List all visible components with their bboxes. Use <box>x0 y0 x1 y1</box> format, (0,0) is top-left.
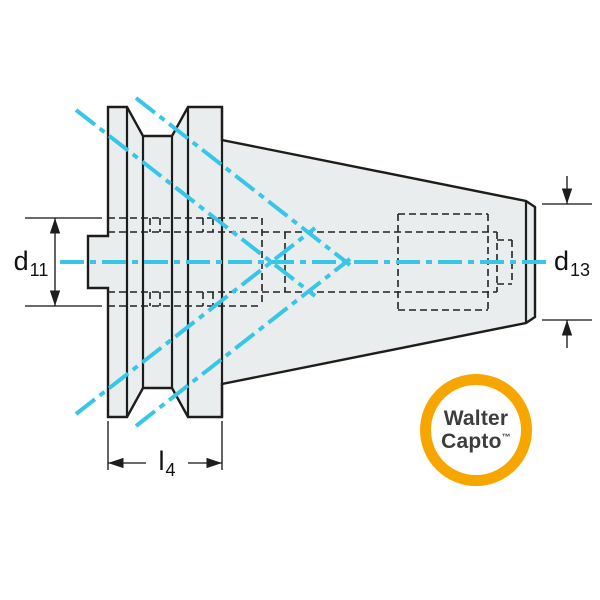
tool-holder-body <box>86 105 537 419</box>
dim-l4-subscript: 4 <box>165 460 176 480</box>
diagonal-centerline <box>74 108 317 298</box>
logo-trademark-symbol: ™ <box>501 432 511 442</box>
centerlines <box>60 96 548 428</box>
relief-groove-hidden-line <box>149 218 214 306</box>
dimension-d11 <box>25 217 102 307</box>
diagonal-centerline <box>74 226 317 416</box>
dimension-d13 <box>542 176 592 348</box>
diagonal-centerline <box>134 257 352 428</box>
dim-d13-subscript: 13 <box>570 260 591 280</box>
dim-d11-subscript: 11 <box>29 260 49 280</box>
thread-pocket-hidden-line <box>397 213 489 311</box>
dim-d13-base: d <box>553 246 569 276</box>
walter-capto-logo: Walter Capto™ <box>420 374 532 486</box>
dim-l4-base: l <box>158 446 165 476</box>
diagonal-centerline <box>134 96 352 267</box>
logo-capto-text: Capto™ <box>441 430 511 453</box>
logo-walter-text: Walter <box>443 406 509 430</box>
dim-d11-base: d <box>13 246 29 276</box>
hidden-lines <box>108 213 513 311</box>
logo-capto-word: Capto <box>441 430 502 453</box>
